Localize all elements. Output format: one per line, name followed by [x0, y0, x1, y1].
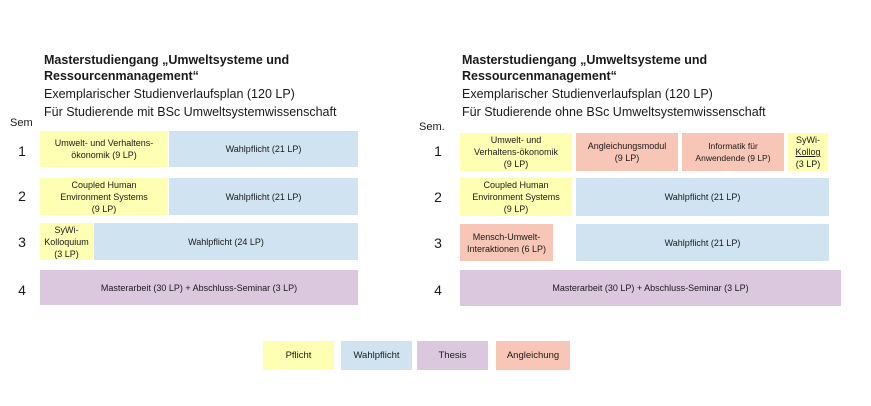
module-label-line: (9 LP)	[503, 204, 529, 214]
left-subtitle-line-2: Für Studierende mit BSc Umweltsystemwiss…	[44, 105, 337, 119]
right-subtitle-line-2: Für Studierende ohne BSc Umweltsystemwis…	[462, 105, 766, 119]
right-sem-1: 1	[434, 143, 442, 159]
left-s3-wahlpflicht-module: Wahlpflicht (24 LP)	[94, 223, 358, 260]
left-s4-thesis-module: Masterarbeit (30 LP) + Abschluss-Seminar…	[40, 270, 358, 305]
right-subtitle-line-1: Exemplarischer Studienverlaufsplan (120 …	[462, 87, 713, 101]
module-label-line: Verhaltens-ökonomik	[473, 147, 559, 157]
module-label-line: Environment Systems	[60, 191, 148, 202]
legend-label: Angleichung	[506, 350, 560, 361]
right-s4-thesis-module: Masterarbeit (30 LP) + Abschluss-Seminar…	[460, 270, 841, 306]
right-title-line-1: Masterstudiengang „Umweltsysteme und	[462, 53, 708, 67]
module-label-line: (9 LP)	[91, 203, 117, 214]
module-label-line: (3 LP)	[54, 248, 79, 259]
left-sem-4: 4	[18, 282, 26, 298]
module-label-line: Anwendende (9 LP)	[695, 153, 771, 163]
module-label-line: ökonomik (9 LP)	[71, 150, 137, 160]
module-label-line: Informatik für	[708, 141, 758, 151]
right-s1-sywi-module: SyWi- Kollog (3 LP)	[788, 133, 828, 171]
module-label-line: Angleichungsmodul	[587, 141, 667, 151]
module-label-line: (9 LP)	[614, 153, 640, 163]
module-label-line: Umwelt- und Verhaltens-	[54, 138, 154, 148]
module-label: Masterarbeit (30 LP) + Abschluss-Seminar…	[552, 283, 749, 293]
right-s1-pflicht-module: Umwelt- und Verhaltens-ökonomik (9 LP)	[460, 133, 572, 171]
left-subtitle: Exemplarischer Studienverlaufsplan (120 …	[44, 85, 336, 121]
left-title-line-1: Masterstudiengang „Umweltsysteme und	[44, 53, 290, 67]
module-label-line: Umwelt- und	[490, 135, 542, 145]
legend-pflicht: Pflicht	[263, 341, 334, 370]
right-sem-4: 4	[434, 282, 442, 298]
module-label: Masterarbeit (30 LP) + Abschluss-Seminar…	[100, 282, 298, 293]
legend-angleichung: Angleichung	[496, 341, 570, 370]
left-s3-pflicht-module: SyWi- Kolloquium (3 LP)	[40, 223, 93, 260]
left-s2-wahlpflicht-module: Wahlpflicht (21 LP)	[169, 178, 358, 215]
right-s3-wahlpflicht-module: Wahlpflicht (21 LP)	[576, 224, 829, 261]
right-title: Masterstudiengang „Umweltsysteme und Res…	[462, 52, 707, 84]
module-label-line: (9 LP)	[503, 159, 529, 169]
left-sem-2: 2	[18, 188, 26, 204]
right-s1-angleichung-module: Angleichungsmodul (9 LP)	[576, 133, 678, 171]
legend-label: Pflicht	[285, 350, 312, 361]
module-label: Wahlpflicht (24 LP)	[188, 236, 264, 247]
legend-wahlpflicht: Wahlpflicht	[341, 341, 412, 370]
left-title-line-2: Ressourcenmanagement“	[44, 69, 199, 83]
right-s1-informatik-module: Informatik für Anwendende (9 LP)	[682, 133, 784, 171]
right-s3-angleichung-module: Mensch-Umwelt- Interaktionen (6 LP)	[460, 224, 553, 261]
right-subtitle: Exemplarischer Studienverlaufsplan (120 …	[462, 85, 766, 121]
right-sem-2: 2	[434, 189, 442, 205]
module-label-line: Environment Systems	[472, 192, 560, 202]
right-sem-3: 3	[434, 235, 442, 251]
left-sem-header: Sem	[10, 117, 33, 129]
right-s2-wahlpflicht-module: Wahlpflicht (21 LP)	[576, 178, 829, 216]
module-label-line: Kolloquium	[44, 236, 89, 247]
module-label-line: Coupled Human	[71, 179, 137, 190]
module-label: Wahlpflicht (21 LP)	[664, 237, 741, 248]
right-sem-header: Sem.	[419, 121, 445, 133]
module-label: Wahlpflicht (21 LP)	[225, 191, 302, 202]
module-label-line: Mensch-Umwelt-	[472, 231, 541, 242]
left-sem-1: 1	[18, 143, 26, 159]
left-s1-wahlpflicht-module: Wahlpflicht (21 LP)	[169, 131, 358, 167]
module-label: Wahlpflicht (21 LP)	[225, 144, 302, 154]
right-s2-pflicht-module: Coupled Human Environment Systems (9 LP)	[460, 178, 572, 216]
module-label-line: Kollog	[795, 147, 821, 157]
module-label-line: SyWi-	[796, 135, 820, 145]
module-label: Wahlpflicht (21 LP)	[664, 192, 741, 202]
right-title-line-2: Ressourcenmanagement“	[462, 69, 617, 83]
module-label-line: (3 LP)	[795, 159, 821, 169]
legend-label: Wahlpflicht	[353, 350, 400, 361]
left-s2-pflicht-module: Coupled Human Environment Systems (9 LP)	[40, 178, 168, 215]
left-title: Masterstudiengang „Umweltsysteme und Res…	[44, 52, 289, 84]
left-sem-3: 3	[18, 234, 26, 250]
module-label-line: Interaktionen (6 LP)	[466, 243, 547, 254]
left-subtitle-line-1: Exemplarischer Studienverlaufsplan (120 …	[44, 87, 295, 101]
legend-label: Thesis	[438, 350, 467, 361]
left-s1-pflicht-module: Umwelt- und Verhaltens- ökonomik (9 LP)	[40, 131, 168, 167]
module-label-line: Coupled Human	[483, 180, 549, 190]
module-label-line: SyWi-	[54, 224, 79, 235]
legend-thesis: Thesis	[417, 341, 488, 370]
